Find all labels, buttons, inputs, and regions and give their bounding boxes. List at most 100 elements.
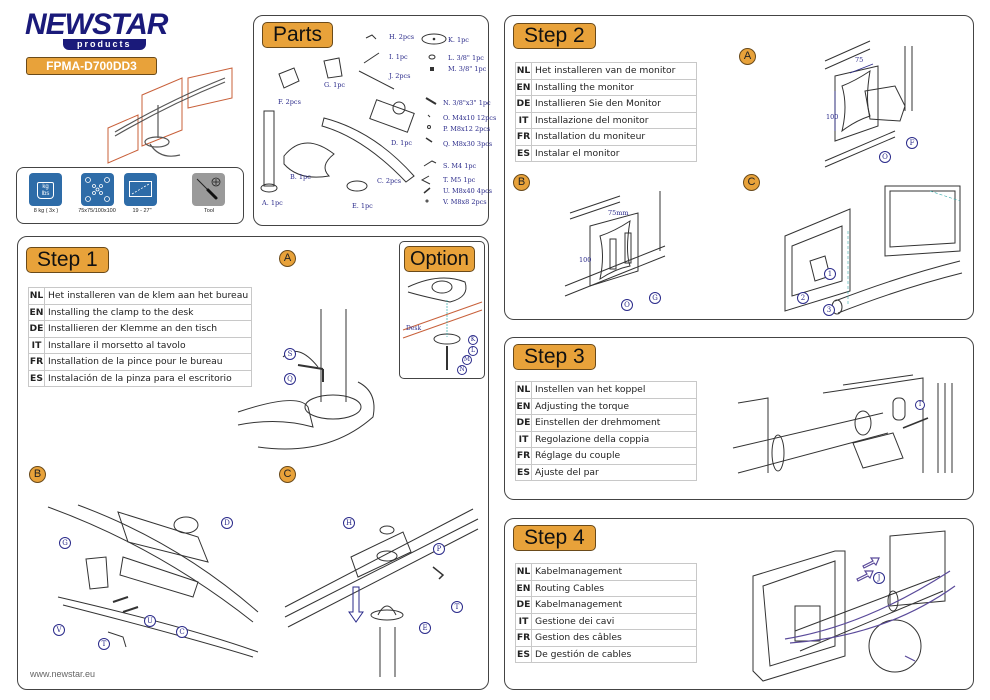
part-b: B. 1pc (290, 173, 311, 181)
instruction-text: Instalación de la pinza para el escritor… (43, 369, 253, 387)
instruction-text: Installation du moniteur (531, 128, 697, 146)
instruction-text: Installazione del monitor (531, 111, 697, 129)
spec-screen-size: 19 - 27" (124, 173, 160, 214)
language-code: EN (515, 579, 532, 597)
footer-url: www.newstar.eu (30, 669, 96, 679)
part-k: K. 1pc (448, 36, 469, 44)
language-code: EN (515, 78, 532, 96)
brand-logo: NEWSTAR products (25, 10, 175, 50)
step1-substep-c: C (279, 466, 296, 483)
instruction-text: Routing Cables (531, 579, 697, 597)
language-code: IT (515, 612, 532, 630)
step3-drawing (732, 374, 953, 474)
step1b-callout-c: C (176, 626, 188, 638)
step1c-callout-e: E (419, 622, 431, 634)
part-h: H. 2pcs (389, 33, 415, 41)
screwdriver-icon (192, 173, 225, 206)
step2a-dim-75: 75 (855, 56, 864, 64)
step2c-callout-1: 1 (824, 268, 836, 280)
instruction-text: Adjusting the torque (531, 397, 697, 415)
step1c-callout-h: H (343, 517, 355, 529)
instruction-text: Einstellen der drehmoment (531, 414, 697, 432)
spec-vesa-label: 75x75/100x100 (78, 208, 116, 214)
option-callout-l: L (468, 346, 478, 356)
step1a-callout-s: S (284, 348, 296, 360)
step1c-callout-t: T (451, 601, 463, 613)
instruction-text: Het installeren van de monitor (531, 62, 697, 80)
language-code: NL (515, 381, 532, 399)
instruction-text: Installieren der Klemme an den tisch (43, 320, 253, 338)
step2b-dim-75mm: 75mm (608, 209, 629, 217)
step3-callout-i: I (915, 400, 925, 410)
step1b-callout-t: T (98, 638, 110, 650)
language-code: NL (515, 563, 532, 581)
parts-panel: Parts (253, 15, 496, 226)
option-title: Option (404, 246, 475, 272)
option-callout-n: N (457, 365, 467, 375)
part-f: F. 2pcs (278, 98, 301, 106)
language-code: FR (515, 128, 532, 146)
spec-weight-label: 8 kg ( 3x ) (33, 208, 59, 214)
spec-tool-label: Tool (203, 208, 215, 214)
part-o: O. M4x10 12pcs (443, 114, 497, 122)
language-code: ES (515, 144, 532, 162)
instruction-text: Instellen van het koppel (531, 381, 697, 399)
part-m: M. 3/8" 1pc (448, 65, 487, 73)
step1b-drawing (47, 504, 259, 658)
step1-substep-a: A (279, 250, 296, 267)
part-s: S. M4 1pc (443, 162, 477, 170)
step1b-callout-g: G (59, 537, 71, 549)
language-code: ES (515, 463, 532, 481)
language-code: IT (515, 430, 532, 448)
instruction-text: Regolazione della coppia (531, 430, 697, 448)
step2b-callout-g: G (649, 292, 661, 304)
option-panel: Option Desk K L M N (399, 241, 485, 379)
step2a-dim-100: 100 (826, 113, 839, 121)
language-code: NL (515, 62, 532, 80)
instruction-text: Het installeren van de klem aan het bure… (43, 287, 253, 305)
part-a: A. 1pc (262, 199, 283, 207)
option-drawing (402, 277, 483, 370)
part-c: C. 2pcs (377, 177, 402, 185)
part-v: V. M8x8 2pcs (443, 198, 487, 206)
language-code: DE (515, 95, 532, 113)
spec-screen-size-label: 19 - 27" (132, 208, 152, 214)
instruction-text: Réglage du couple (531, 447, 697, 465)
step4-drawing (752, 530, 956, 682)
instruction-text: Kabelmanagement (531, 596, 697, 614)
step2b-dim-100: 100 (579, 256, 592, 264)
instruction-text: Installieren Sie den Monitor (531, 95, 697, 113)
step1-substep-b: B (29, 466, 46, 483)
option-callout-k: K (468, 335, 478, 345)
step4-callout-j: J (873, 572, 885, 584)
brand-name: NEWSTAR (25, 8, 168, 41)
language-code: DE (28, 320, 45, 338)
spec-tool: Tool (192, 173, 226, 214)
step2a-drawing (824, 40, 913, 168)
step2-substep-b: B (513, 174, 530, 191)
step2b-callout-o: O (621, 299, 633, 311)
step1b-callout-v: V (53, 624, 65, 636)
step1c-callout-p: P (433, 543, 445, 555)
part-n: N. 3/8"x3" 1pc (443, 99, 491, 107)
